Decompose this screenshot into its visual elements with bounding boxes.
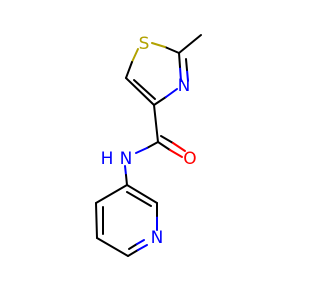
bond-carbonyl-o-part1 bbox=[157, 141, 171, 151]
bond-c4-n3-part1 bbox=[153, 96, 167, 106]
bond-s-c5-part2 bbox=[125, 61, 133, 79]
bond-c2-s-part1 bbox=[164, 46, 180, 54]
bond-c4p-c5p bbox=[95, 202, 98, 239]
carbonyl-oxygen-atom-label: O bbox=[183, 149, 196, 169]
bonds bbox=[95, 34, 202, 257]
bond-c5-c4 bbox=[125, 77, 155, 106]
bond-c6p-n1-part1 bbox=[127, 249, 139, 257]
bond-c5-c4-inner bbox=[133, 79, 156, 100]
background bbox=[0, 0, 300, 300]
bond-carbonyl-o-inner-part2 bbox=[172, 142, 186, 152]
amide-nitrogen-atom-label: N bbox=[120, 149, 133, 169]
bond-methyl-c2 bbox=[178, 34, 202, 54]
bond-c6p-n1-inner-part1 bbox=[128, 243, 138, 250]
bond-n-c3-part2 bbox=[125, 174, 128, 186]
bond-c4-carbonyl bbox=[153, 104, 159, 143]
bond-c3-c4p bbox=[95, 184, 128, 204]
bond-c5p-c6p bbox=[96, 237, 129, 257]
bond-n3-c2-part2 bbox=[178, 52, 181, 68]
bond-n3-c2-inner-part2 bbox=[185, 58, 188, 71]
amide-hydrogen-atom-label: H bbox=[101, 149, 114, 169]
bond-c6p-n1-inner-part2 bbox=[136, 239, 145, 245]
bond-c2p-c3-inner bbox=[126, 191, 152, 207]
bond-n-c3-part1 bbox=[124, 165, 127, 176]
bond-carbonyl-n-part1 bbox=[146, 141, 159, 149]
bond-c6p-n1-part2 bbox=[137, 244, 148, 251]
pyridine-nitrogen-atom-label: N bbox=[151, 228, 164, 248]
bond-s-c5-part1 bbox=[131, 48, 139, 63]
molecule-structure: S N N H O N bbox=[0, 0, 300, 300]
bond-c2p-c3 bbox=[126, 184, 158, 204]
sulfur-atom-label: S bbox=[139, 34, 150, 54]
bond-carbonyl-o-inner-part1 bbox=[160, 135, 174, 144]
bond-n3-c2-inner-part1 bbox=[186, 69, 189, 82]
bond-carbonyl-n-part2 bbox=[135, 147, 148, 154]
bond-n3-c2-part1 bbox=[179, 66, 182, 82]
atom-labels: S N N H O N bbox=[101, 34, 197, 248]
bond-c4-n3-part2 bbox=[165, 88, 178, 98]
thiazole-nitrogen-atom-label: N bbox=[178, 76, 191, 96]
bond-carbonyl-o-part2 bbox=[169, 149, 183, 158]
bond-c2-s-part2 bbox=[151, 42, 166, 48]
